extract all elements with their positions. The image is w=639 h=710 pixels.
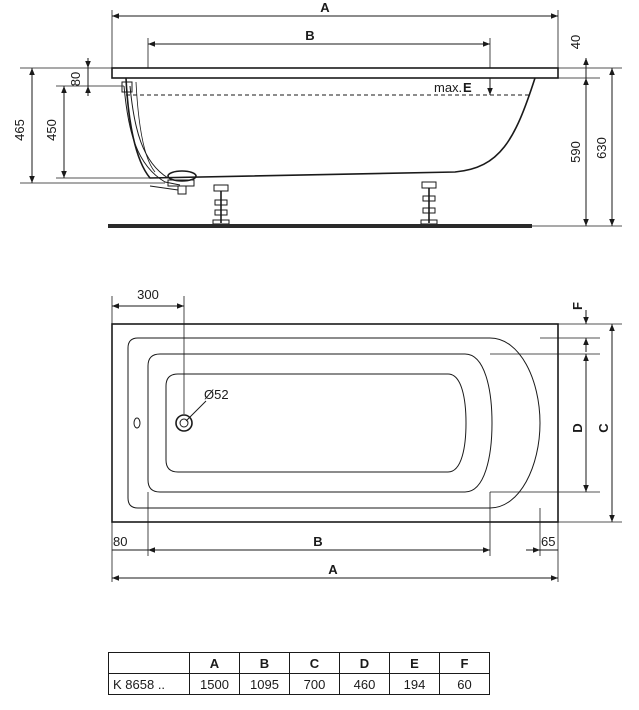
plan-dim-300: 300 bbox=[137, 287, 159, 302]
table-row: K 8658 .. 1500 1095 700 460 194 60 bbox=[108, 673, 490, 695]
plan-dim-f: F bbox=[570, 302, 585, 310]
side-dim-590: 590 bbox=[568, 141, 583, 163]
table-cell: 700 bbox=[289, 673, 340, 695]
plan-view: Ø52 300 F D C 80 B 65 A bbox=[111, 287, 622, 582]
bathtub-rim bbox=[111, 67, 559, 79]
table-cell: 460 bbox=[339, 673, 390, 695]
max-level-letter: E bbox=[463, 80, 472, 95]
plan-dim-c: C bbox=[596, 423, 611, 433]
drain-outlet bbox=[175, 414, 193, 432]
table-header-cell: D bbox=[339, 652, 390, 674]
table-cell: 1095 bbox=[239, 673, 290, 695]
table-header-cell: E bbox=[389, 652, 440, 674]
side-dim-465: 465 bbox=[12, 119, 27, 141]
table-header-cell: F bbox=[439, 652, 490, 674]
side-dim-630: 630 bbox=[594, 137, 609, 159]
plan-outer-rim bbox=[111, 323, 559, 523]
table-cell: 194 bbox=[389, 673, 440, 695]
table-header-cell: C bbox=[289, 652, 340, 674]
table-cell-model: K 8658 .. bbox=[108, 673, 190, 695]
table-cell: 60 bbox=[439, 673, 490, 695]
table-header-cell bbox=[108, 652, 190, 674]
plan-bowl-bottom bbox=[165, 373, 467, 473]
drain-waste-fitting bbox=[149, 170, 197, 195]
plan-dim-65: 65 bbox=[541, 534, 555, 549]
plan-dim-80: 80 bbox=[113, 534, 127, 549]
plan-dim-b: B bbox=[313, 534, 322, 549]
table-header-cell: B bbox=[239, 652, 290, 674]
bathtub-body-profile bbox=[125, 77, 536, 179]
bathtub-foot-right bbox=[420, 181, 438, 225]
max-level-label: max. bbox=[434, 80, 462, 95]
side-dim-40: 40 bbox=[568, 35, 583, 49]
technical-drawing: A B max. E bbox=[12, 0, 622, 582]
side-dim-450: 450 bbox=[44, 119, 59, 141]
side-dim-b-label: B bbox=[305, 28, 314, 43]
plan-dim-a: A bbox=[328, 562, 338, 577]
dimension-table: A B C D E F K 8658 .. 1500 1095 700 460 … bbox=[108, 652, 490, 695]
overflow-pipe bbox=[123, 85, 181, 186]
plan-dim-outlet: Ø52 bbox=[204, 387, 229, 402]
table-header-cell: A bbox=[189, 652, 240, 674]
plan-inner-rim bbox=[127, 337, 541, 509]
side-dim-a-label: A bbox=[320, 0, 330, 15]
table-cell: 1500 bbox=[189, 673, 240, 695]
floor-line bbox=[108, 224, 532, 228]
plan-bowl-top bbox=[147, 353, 493, 493]
side-dim-80: 80 bbox=[68, 72, 83, 86]
bathtub-foot-left bbox=[212, 184, 230, 225]
plan-dim-d: D bbox=[570, 423, 585, 432]
side-view: A B max. E bbox=[12, 0, 622, 228]
overflow-outlet bbox=[133, 417, 141, 429]
table-header-row: A B C D E F bbox=[108, 652, 490, 674]
